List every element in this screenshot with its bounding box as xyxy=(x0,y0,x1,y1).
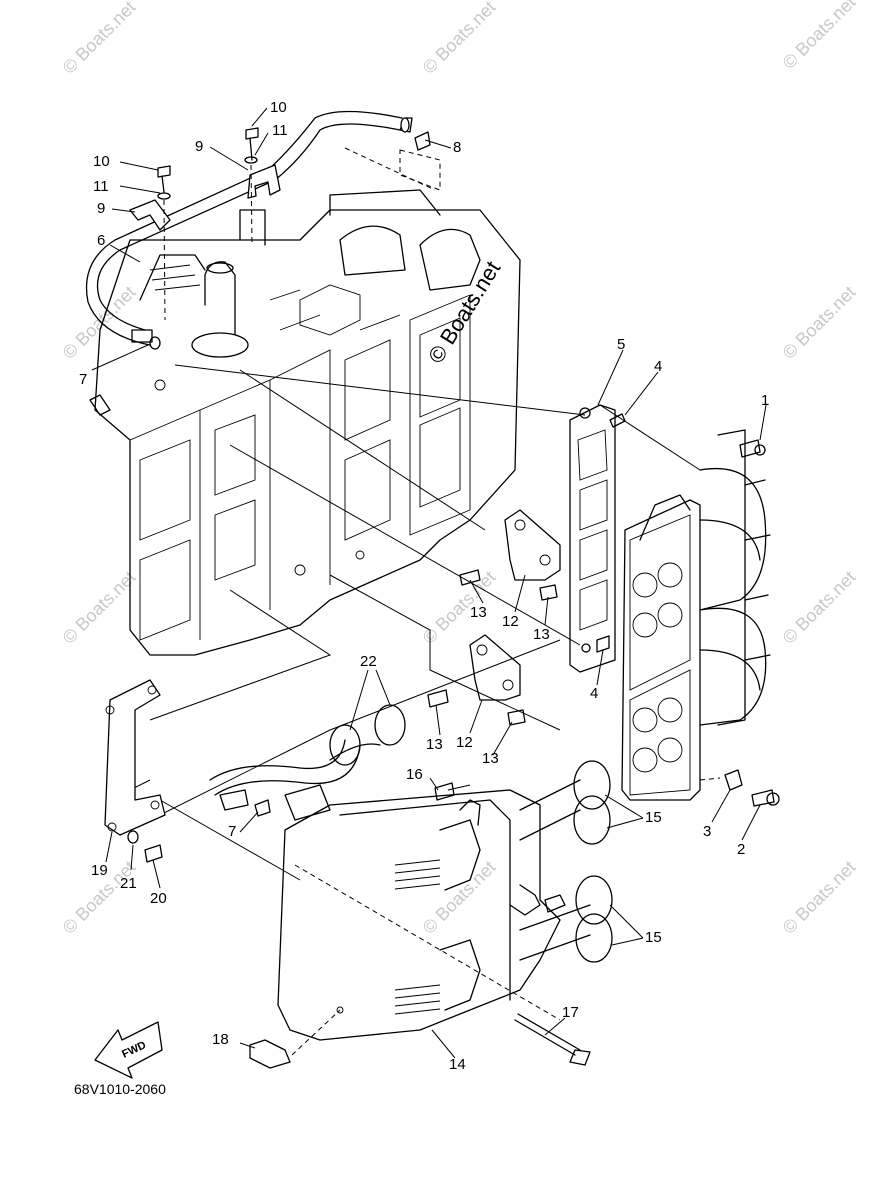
callout-7: 7 xyxy=(228,823,236,840)
watermark-center: © Boats.net xyxy=(423,257,505,368)
watermark: © Boats.net xyxy=(59,0,140,78)
callout-3: 3 xyxy=(703,823,711,840)
callout-12: 12 xyxy=(502,613,519,630)
callout-13: 13 xyxy=(426,736,443,753)
callout-4: 4 xyxy=(654,358,662,375)
callout-9: 9 xyxy=(195,138,203,155)
callout-15: 15 xyxy=(645,809,662,826)
callout-14: 14 xyxy=(449,1056,466,1073)
callout-20: 20 xyxy=(150,890,167,907)
callout-11: 11 xyxy=(272,122,288,139)
callout-17: 17 xyxy=(562,1004,579,1021)
callout-22: 22 xyxy=(360,653,377,670)
callout-18: 18 xyxy=(212,1031,229,1048)
assembly-lines xyxy=(129,364,701,1021)
callout-4: 4 xyxy=(590,685,598,702)
brackets xyxy=(427,509,561,801)
callout-15: 15 xyxy=(645,929,662,946)
hose-clamps xyxy=(209,704,406,821)
callout-16: 16 xyxy=(406,766,423,783)
callout-5: 5 xyxy=(617,336,625,353)
cylinder-block xyxy=(89,189,521,656)
watermark: © Boats.net xyxy=(779,567,860,648)
callout-11: 11 xyxy=(93,178,109,195)
callout-1: 1 xyxy=(761,392,769,409)
throttle-body-assembly xyxy=(621,429,780,807)
callout-9: 9 xyxy=(97,200,105,217)
callout-13: 13 xyxy=(470,604,487,621)
watermark: © Boats.net xyxy=(419,0,500,78)
hose-assembly xyxy=(85,110,441,350)
callout-6: 6 xyxy=(97,232,105,249)
plate xyxy=(104,679,166,863)
part-code: 68V1010-2060 xyxy=(74,1081,166,1097)
callout-8: 8 xyxy=(453,139,461,156)
callout-13: 13 xyxy=(482,750,499,767)
watermark: © Boats.net xyxy=(779,857,860,938)
watermark: © Boats.net xyxy=(59,567,140,648)
callout-13: 13 xyxy=(533,626,550,643)
callout-19: 19 xyxy=(91,862,108,879)
callout-7: 7 xyxy=(79,371,87,388)
callout-leaders xyxy=(91,107,767,1059)
callout-2: 2 xyxy=(737,841,745,858)
watermark: © Boats.net xyxy=(419,567,500,648)
fwd-arrow: FWD xyxy=(94,1021,163,1079)
callout-21: 21 xyxy=(120,875,137,892)
intake-silencer xyxy=(249,760,613,1069)
callout-12: 12 xyxy=(456,734,473,751)
gasket xyxy=(569,404,626,673)
callout-10: 10 xyxy=(93,153,110,170)
callouts: 1 2 3 4 4 5 6 7 7 8 9 9 10 10 11 11 12 1… xyxy=(79,99,769,1073)
watermark: © Boats.net xyxy=(779,282,860,363)
watermark: © Boats.net xyxy=(779,0,860,73)
callout-10: 10 xyxy=(270,99,287,116)
